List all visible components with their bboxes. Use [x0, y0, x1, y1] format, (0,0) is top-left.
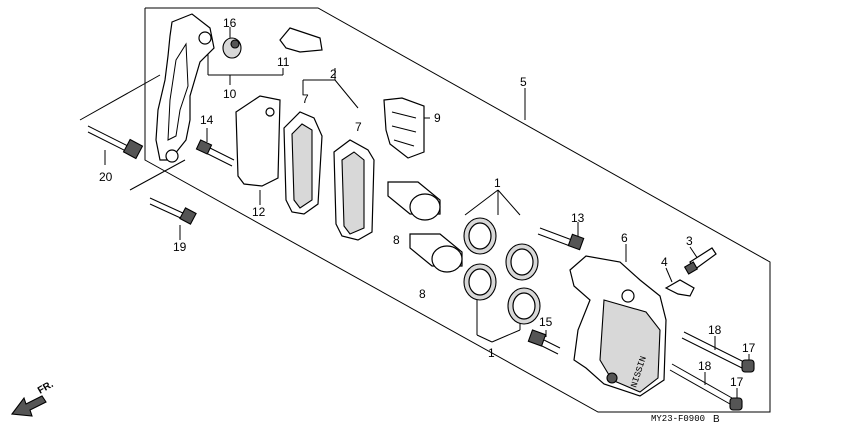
callout-10: 10 — [223, 87, 237, 101]
callout-18-lower: 18 — [698, 359, 712, 373]
callout-9: 9 — [434, 111, 441, 125]
bracket-hole-lower — [165, 149, 179, 163]
pad-spring-detail — [391, 111, 417, 147]
pad-shim — [235, 95, 281, 187]
callout-1-top: 1 — [494, 176, 501, 190]
assembly-outline — [144, 7, 771, 413]
slide-pin-lower — [669, 363, 733, 405]
caliper-bolt — [527, 329, 561, 355]
callout-1-bottom: 1 — [488, 346, 495, 360]
caliper-bracket — [155, 13, 215, 161]
piston-lower — [409, 233, 463, 273]
callout-16: 16 — [223, 16, 237, 30]
callout-2: 2 — [330, 67, 337, 81]
front-label: FR. — [36, 379, 56, 397]
caliper-pin — [537, 227, 585, 251]
bracket-slot — [167, 42, 189, 141]
bleeder-valve — [683, 247, 717, 275]
pad-spring — [383, 97, 425, 159]
callout-5: 5 — [520, 75, 527, 89]
callout-7-right: 7 — [355, 120, 362, 134]
slide-pin-bolt — [195, 139, 235, 167]
callout-17-upper: 17 — [742, 341, 756, 355]
piston-seals — [463, 217, 541, 325]
slide-pin-upper — [681, 331, 745, 369]
bleeder-cap — [664, 279, 695, 297]
brake-pad-outer-lining — [291, 123, 313, 209]
pad-spring-small — [279, 27, 323, 53]
pad-pin-bolt — [87, 125, 144, 160]
piston-upper — [387, 181, 441, 221]
callout-7-left: 7 — [302, 92, 309, 106]
bracket-hole-upper — [198, 31, 212, 45]
callout-18-upper: 18 — [708, 323, 722, 337]
callout-4: 4 — [661, 255, 668, 269]
callout-13: 13 — [571, 211, 585, 225]
pin-cap-lower — [729, 397, 743, 411]
callout-14: 14 — [200, 113, 214, 127]
callout-19: 19 — [173, 240, 187, 254]
callout-12: 12 — [252, 205, 266, 219]
pin-cap-upper — [741, 359, 755, 373]
callout-3: 3 — [686, 234, 693, 248]
callout-8-lower: 8 — [419, 287, 426, 301]
shim-hole — [265, 107, 275, 117]
brake-pad-inner-lining — [341, 151, 365, 235]
callout-6: 6 — [621, 231, 628, 245]
pin-boot-top — [230, 39, 240, 49]
mount-bolt — [149, 197, 197, 225]
callout-11: 11 — [277, 55, 290, 69]
leader-lines — [79, 27, 750, 398]
callout-20: 20 — [99, 170, 113, 184]
front-direction-arrow: FR. — [10, 379, 56, 417]
drawing-code-suffix: B — [713, 414, 720, 425]
callout-15: 15 — [539, 315, 553, 329]
drawing-code: MY23-F0900 — [651, 414, 705, 424]
callout-17-lower: 17 — [730, 375, 744, 389]
caliper-body: NISSIN — [569, 255, 667, 397]
callout-8-upper: 8 — [393, 233, 400, 247]
